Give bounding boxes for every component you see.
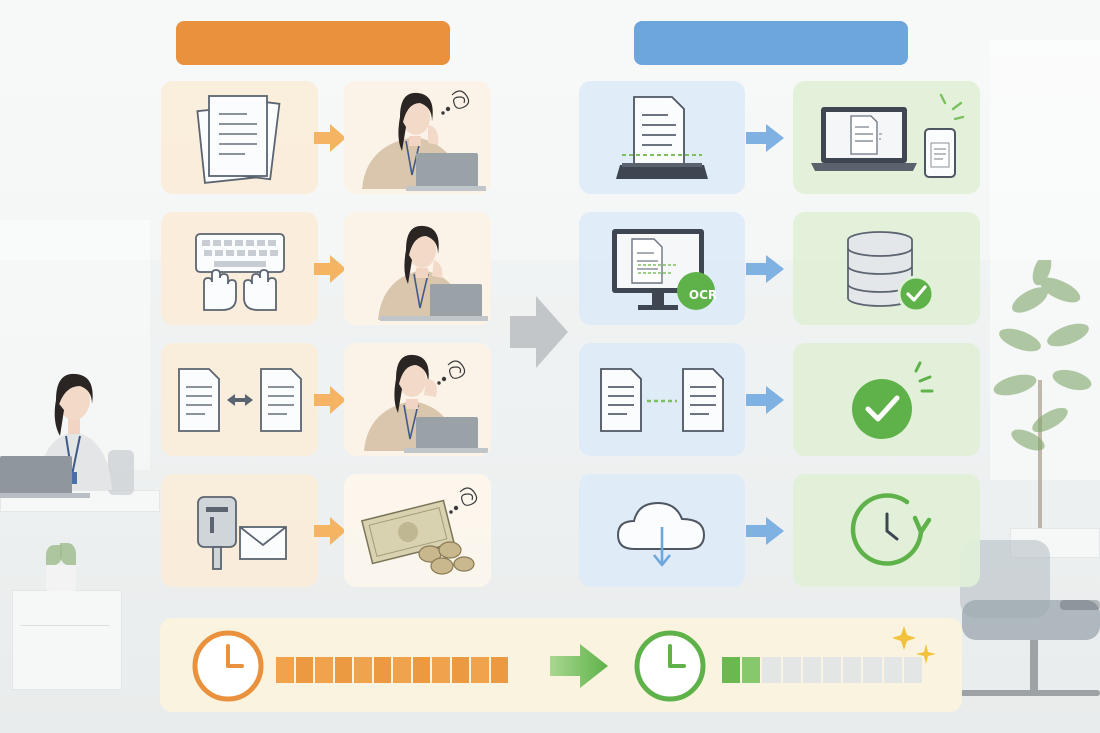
result-card-worried-worker bbox=[344, 343, 491, 456]
after-header bbox=[634, 21, 908, 65]
task-card-document-compare bbox=[161, 343, 318, 456]
task-card-keyboard bbox=[161, 212, 318, 325]
bar-segment-filled bbox=[315, 657, 333, 683]
time-reduction-arrow-icon bbox=[550, 644, 608, 688]
bar-segment-empty bbox=[863, 657, 882, 683]
transition-arrow-icon bbox=[510, 296, 568, 368]
check-circle-icon bbox=[851, 361, 933, 439]
bar-segment-empty bbox=[762, 657, 781, 683]
result-card-clock-refresh bbox=[793, 474, 980, 587]
bar-segment-filled bbox=[276, 657, 294, 683]
arrow-right-icon bbox=[746, 517, 784, 545]
small-plant-pot bbox=[46, 565, 76, 591]
money-cost-icon bbox=[361, 487, 478, 575]
worried-worker-icon bbox=[344, 81, 491, 194]
after-time-bar bbox=[722, 657, 922, 683]
result-card-database-check bbox=[793, 212, 980, 325]
laptop-phone-icon bbox=[810, 93, 964, 178]
bar-segment-filled bbox=[432, 657, 450, 683]
mailbox-letter-icon bbox=[196, 495, 287, 570]
task-card-scanner bbox=[579, 81, 745, 194]
bar-segment-filled bbox=[471, 657, 489, 683]
bar-segment-filled bbox=[334, 657, 352, 683]
task-card-paper-stack bbox=[161, 81, 318, 194]
task-card-monitor-ocr: OCR bbox=[579, 212, 745, 325]
ocr-badge-label: OCR bbox=[688, 288, 718, 302]
task-card-cloud-download bbox=[579, 474, 745, 587]
result-card-money-cost bbox=[344, 474, 491, 587]
bar-segment-empty bbox=[802, 657, 821, 683]
worried-worker-icon bbox=[344, 343, 491, 456]
arrow-right-icon bbox=[746, 386, 784, 414]
tall-plant bbox=[993, 260, 1092, 530]
database-check-icon bbox=[846, 230, 934, 312]
monitor-ocr-icon bbox=[612, 228, 715, 310]
bar-segment-filled bbox=[722, 657, 741, 683]
keyboard-typing-icon bbox=[194, 232, 285, 311]
document-link-icon bbox=[600, 367, 724, 432]
arrow-right-icon bbox=[314, 386, 346, 414]
arrow-right-icon bbox=[314, 255, 346, 283]
document-compare-icon bbox=[177, 367, 302, 432]
office-chair-seat bbox=[962, 600, 1100, 640]
sparkle-icon bbox=[892, 626, 936, 664]
bar-segment-filled bbox=[451, 657, 469, 683]
arrow-right-icon bbox=[314, 517, 346, 545]
result-card-worried-worker bbox=[344, 81, 491, 194]
bar-segment-empty bbox=[843, 657, 862, 683]
drawer-cabinet bbox=[12, 590, 122, 690]
bar-segment-empty bbox=[823, 657, 842, 683]
bar-segment-filled bbox=[373, 657, 391, 683]
result-card-check-circle bbox=[793, 343, 980, 456]
orange-clock-icon bbox=[192, 630, 264, 702]
clock-refresh-icon bbox=[850, 492, 931, 566]
bar-segment-empty bbox=[782, 657, 801, 683]
bar-segment-empty bbox=[903, 657, 922, 683]
worker-at-desk bbox=[0, 373, 134, 498]
task-card-document-link bbox=[579, 343, 745, 456]
cloud-download-icon bbox=[616, 501, 706, 566]
bar-segment-filled bbox=[490, 657, 508, 683]
bar-segment-filled bbox=[393, 657, 411, 683]
arrow-right-icon bbox=[746, 124, 784, 152]
bar-segment-filled bbox=[412, 657, 430, 683]
worried-worker-icon bbox=[344, 212, 491, 325]
before-header bbox=[176, 21, 450, 65]
result-card-laptop-phone bbox=[793, 81, 980, 194]
arrow-right-icon bbox=[314, 124, 346, 152]
bar-segment-empty bbox=[883, 657, 902, 683]
before-time-bar bbox=[276, 657, 508, 683]
bar-segment-filled bbox=[295, 657, 313, 683]
task-card-mailbox bbox=[161, 474, 318, 587]
result-card-worried-worker bbox=[344, 212, 491, 325]
bar-segment-filled bbox=[742, 657, 761, 683]
arrow-right-icon bbox=[746, 255, 784, 283]
paper-stack-icon bbox=[195, 94, 280, 184]
bar-segment-filled bbox=[354, 657, 372, 683]
scanner-icon bbox=[616, 95, 708, 179]
green-clock-icon bbox=[634, 630, 706, 702]
